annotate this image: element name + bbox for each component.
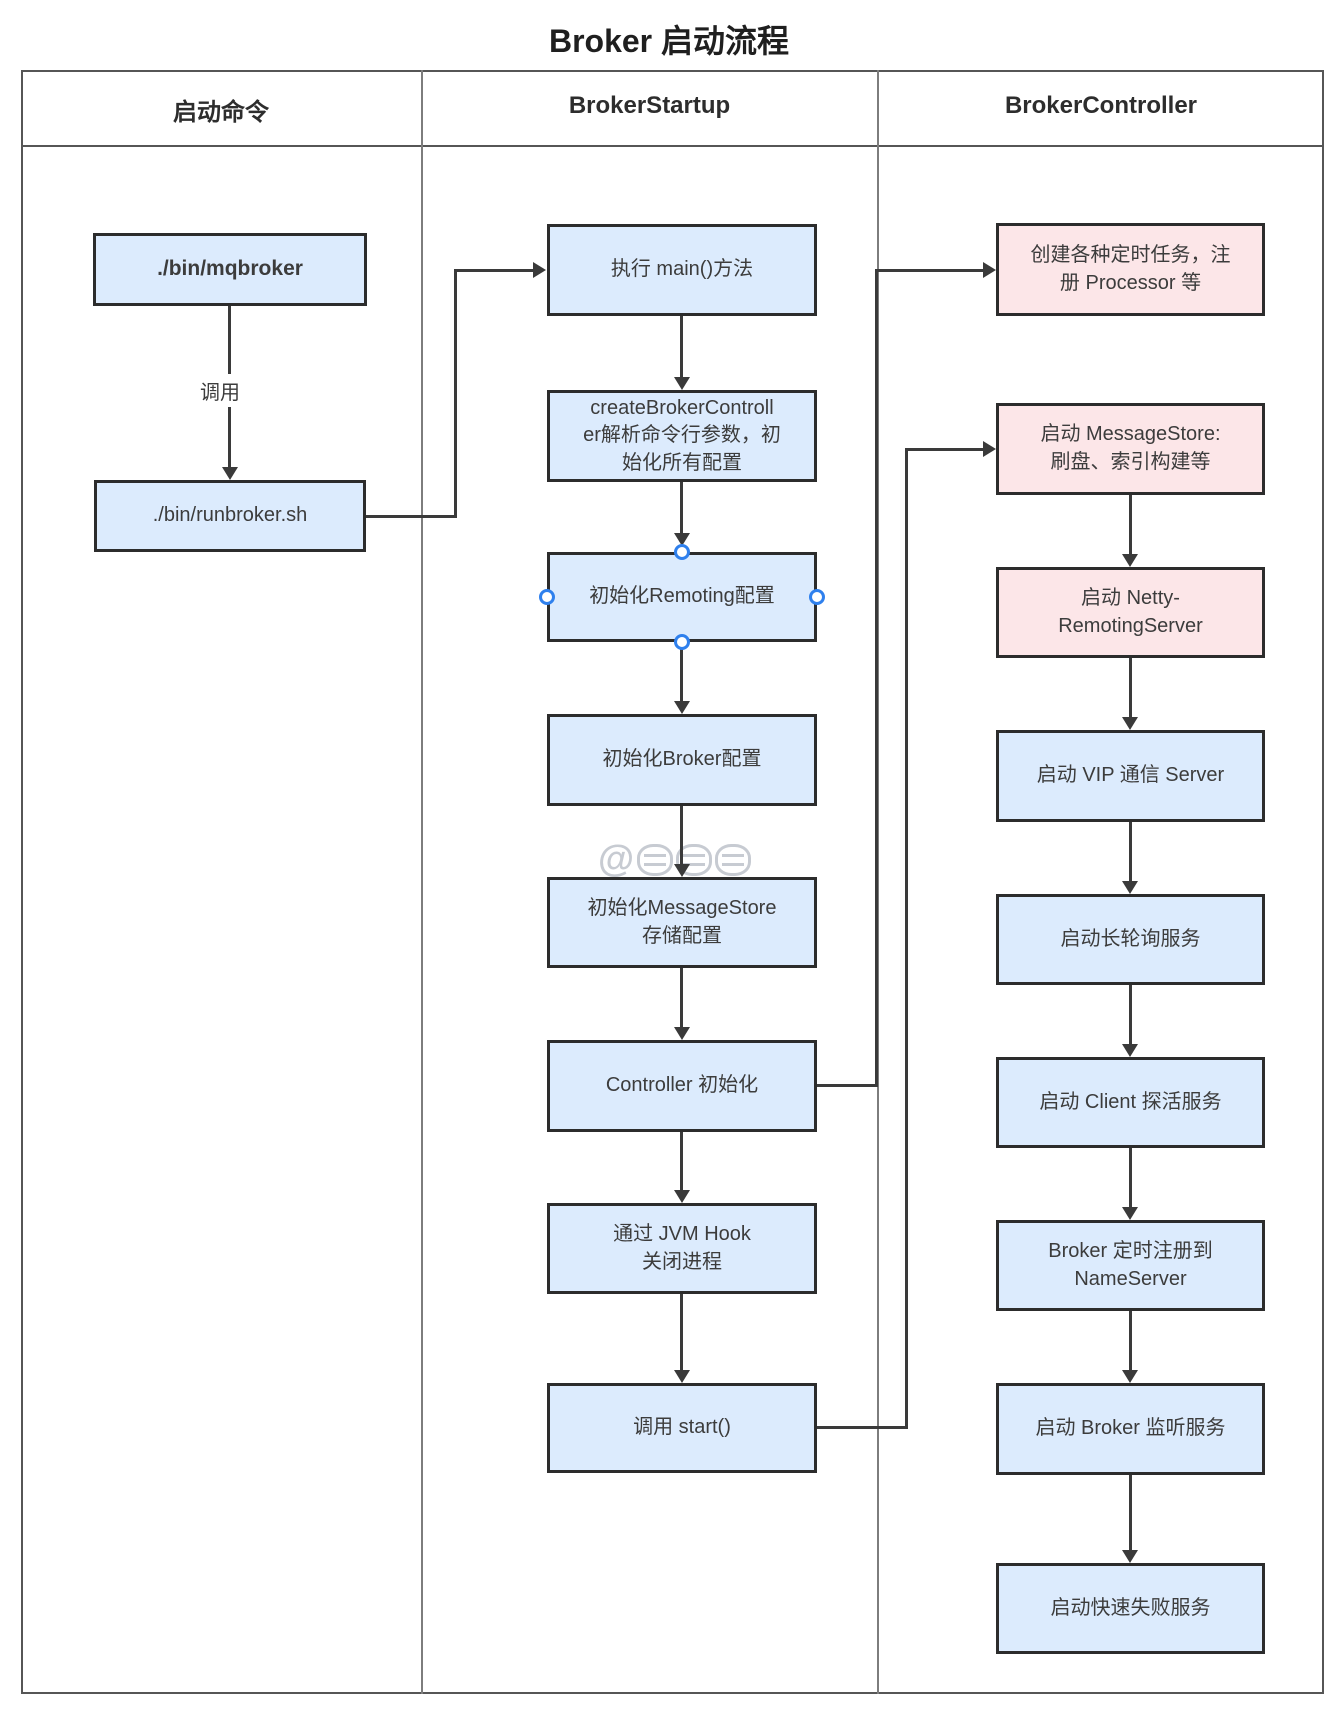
- lane-header-startup-command: 启动命令: [173, 99, 269, 126]
- page-title: Broker 启动流程: [548, 23, 790, 59]
- edge-start-messagestore-seg3: [905, 448, 983, 451]
- edge-mqbroker-runbroker-arrowhead: [222, 467, 238, 480]
- node-init-remoting-config[interactable]: 初始化Remoting配置: [547, 552, 817, 642]
- watermark-burger-icon: [676, 844, 713, 876]
- lane-divider-2: [877, 70, 879, 1694]
- edge-jvmhook-start-line: [680, 1294, 683, 1371]
- watermark-burger-icon: [715, 844, 752, 876]
- edge-controllerinit-tasks-seg3: [875, 269, 983, 272]
- edge-jvmhook-start-arrowhead: [674, 1370, 690, 1383]
- edge-listener-fastfail-line: [1129, 1475, 1132, 1550]
- edge-main-create-line: [680, 316, 683, 378]
- lane-divider-1: [421, 70, 423, 1694]
- edge-probe-register-arrowhead: [1122, 1207, 1138, 1220]
- edge-start-messagestore-seg2: [905, 448, 908, 1429]
- node-init-messagestore-config[interactable]: 初始化MessageStore 存储配置: [547, 877, 817, 968]
- connection-point-left[interactable]: [539, 589, 555, 605]
- edge-probe-register-line: [1129, 1148, 1132, 1207]
- edge-runbroker-main-arrowhead: [533, 262, 546, 278]
- edge-longpolling-probe-line: [1129, 985, 1132, 1044]
- connection-point-top[interactable]: [674, 544, 690, 560]
- node-start-vip-server[interactable]: 启动 VIP 通信 Server: [996, 730, 1265, 822]
- edge-remoting-broker-arrowhead: [674, 701, 690, 714]
- edge-main-create-arrowhead: [674, 377, 690, 390]
- node-create-scheduled-tasks[interactable]: 创建各种定时任务，注 册 Processor 等: [996, 223, 1265, 316]
- edge-controllerinit-tasks-seg2: [875, 269, 878, 1087]
- lane-header-brokerstartup: BrokerStartup: [568, 92, 731, 119]
- node-start-broker-listener[interactable]: 启动 Broker 监听服务: [996, 1383, 1265, 1475]
- edge-vip-longpolling-line: [1129, 822, 1132, 881]
- edge-broker-messagestore-line: [680, 806, 683, 865]
- lane-header-brokercontroller: BrokerController: [1004, 92, 1198, 119]
- node-mqbroker[interactable]: ./bin/mqbroker: [93, 233, 367, 306]
- node-start-messagestore[interactable]: 启动 MessageStore: 刷盘、索引构建等: [996, 403, 1265, 495]
- edge-ms-netty-arrowhead: [1122, 554, 1138, 567]
- edge-messagestore-controller-arrowhead: [674, 1027, 690, 1040]
- node-init-broker-config[interactable]: 初始化Broker配置: [547, 714, 817, 806]
- edge-create-remoting-arrowhead: [674, 533, 690, 546]
- header-separator: [21, 145, 1324, 147]
- edge-controller-jvmhook-line: [680, 1132, 683, 1191]
- edge-label-call: 调用: [192, 374, 248, 407]
- swimlane-frame: [21, 70, 1324, 1694]
- edge-runbroker-main-seg3: [454, 269, 533, 272]
- edge-controllerinit-tasks-arrowhead: [983, 262, 996, 278]
- edge-start-messagestore-arrowhead: [983, 441, 996, 457]
- edge-create-remoting-line: [680, 482, 683, 534]
- edge-remoting-broker-line: [680, 642, 683, 702]
- edge-controllerinit-tasks-seg1: [817, 1084, 878, 1087]
- edge-runbroker-main-seg1: [366, 515, 456, 518]
- connection-point-right[interactable]: [809, 589, 825, 605]
- node-call-start[interactable]: 调用 start(): [547, 1383, 817, 1473]
- edge-listener-fastfail-arrowhead: [1122, 1550, 1138, 1563]
- node-start-fast-fail[interactable]: 启动快速失败服务: [996, 1563, 1265, 1654]
- node-runbroker[interactable]: ./bin/runbroker.sh: [94, 480, 366, 552]
- connection-point-bottom[interactable]: [674, 634, 690, 650]
- edge-register-listener-arrowhead: [1122, 1370, 1138, 1383]
- edge-longpolling-probe-arrowhead: [1122, 1044, 1138, 1057]
- watermark: @: [598, 837, 758, 879]
- node-controller-init[interactable]: Controller 初始化: [547, 1040, 817, 1132]
- node-exec-main[interactable]: 执行 main()方法: [547, 224, 817, 316]
- watermark-burger-icon: [637, 844, 674, 876]
- edge-start-messagestore-seg1: [817, 1426, 908, 1429]
- node-jvm-hook-shutdown[interactable]: 通过 JVM Hook 关闭进程: [547, 1203, 817, 1294]
- edge-messagestore-controller-line: [680, 968, 683, 1028]
- edge-ms-netty-line: [1129, 495, 1132, 554]
- edge-vip-longpolling-arrowhead: [1122, 881, 1138, 894]
- watermark-at-sign: @: [598, 837, 635, 879]
- node-start-netty-remoting-server[interactable]: 启动 Netty- RemotingServer: [996, 567, 1265, 658]
- edge-runbroker-main-seg2: [454, 269, 457, 518]
- node-create-broker-controller[interactable]: createBrokerControll er解析命令行参数，初 始化所有配置: [547, 390, 817, 482]
- edge-broker-messagestore-arrowhead: [674, 864, 690, 877]
- edge-register-listener-line: [1129, 1311, 1132, 1370]
- node-register-nameserver[interactable]: Broker 定时注册到 NameServer: [996, 1220, 1265, 1311]
- edge-controller-jvmhook-arrowhead: [674, 1190, 690, 1203]
- node-start-client-probe[interactable]: 启动 Client 探活服务: [996, 1057, 1265, 1148]
- edge-netty-vip-line: [1129, 658, 1132, 717]
- node-start-long-polling[interactable]: 启动长轮询服务: [996, 894, 1265, 985]
- edge-netty-vip-arrowhead: [1122, 717, 1138, 730]
